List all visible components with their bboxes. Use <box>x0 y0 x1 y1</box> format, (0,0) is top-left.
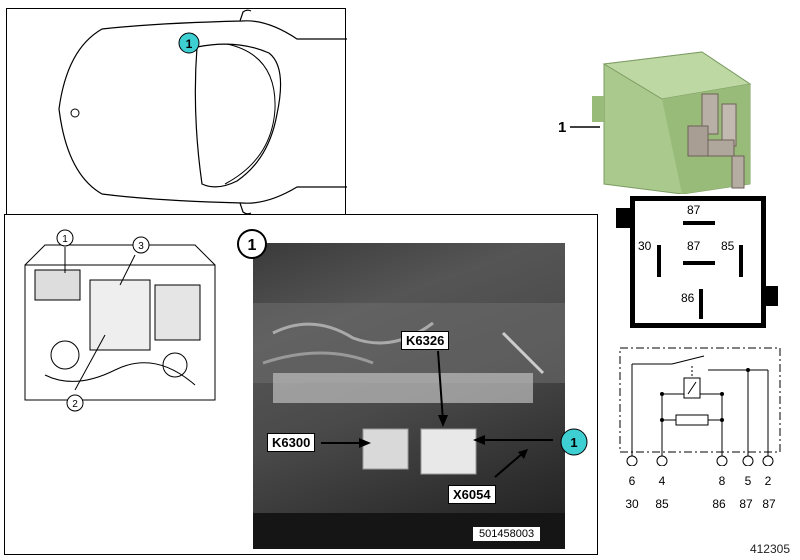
pin-layout-tab-left <box>616 208 630 228</box>
schematic-pin-5: 5 <box>744 474 752 488</box>
pin-layout-marks <box>657 221 743 319</box>
relay-callout: 1 <box>558 119 567 136</box>
label-k6326: K6326 <box>401 331 450 350</box>
relay-callout-line <box>570 126 600 128</box>
pin-layout-tab-right <box>766 286 778 306</box>
fusebox-photo: K6326 K6300 X6054 501458003 <box>253 243 565 549</box>
schematic-pin-2: 2 <box>764 474 772 488</box>
pin-label-right: 85 <box>721 239 735 253</box>
engine-callout-2: 2 <box>72 399 78 410</box>
photo-panel-number: 1 <box>237 229 267 259</box>
label-k6300: K6300 <box>267 433 316 452</box>
schematic-pin-6: 6 <box>628 474 636 488</box>
schematic-terminal-86: 86 <box>712 497 726 511</box>
pin-label-left: 30 <box>638 239 652 253</box>
pin-label-top: 87 <box>687 203 701 217</box>
photo-id: 501458003 <box>473 527 541 541</box>
car-outline-panel: 1 <box>6 8 347 215</box>
engine-callout-3: 3 <box>138 241 144 252</box>
figure-number: 412305 <box>749 542 790 556</box>
schematic-terminal-87a: 87 <box>739 497 753 511</box>
pin-label-bottom: 86 <box>681 291 695 305</box>
label-x6054: X6054 <box>448 485 496 504</box>
schematic-terminal-87b: 87 <box>762 497 776 511</box>
relay-image <box>592 51 752 194</box>
schematic-terminal-30: 30 <box>625 497 639 511</box>
callout-1-photo: 1 <box>560 428 588 456</box>
callout-1-photo-text: 1 <box>570 435 577 450</box>
engine-bay-sketch: 1 3 2 <box>24 229 216 412</box>
photo-panel-number-text: 1 <box>248 237 257 254</box>
schematic-terminal-85: 85 <box>655 497 669 511</box>
detail-panel: 1 3 2 K6326 K6300 X6054 <box>4 214 598 555</box>
car-outline-drawing <box>58 9 347 215</box>
schematic-pin-4: 4 <box>658 474 666 488</box>
relay-pin-layout: 87 30 87 85 86 <box>630 196 766 328</box>
callout-1-car: 1 <box>178 32 200 54</box>
schematic-pin-8: 8 <box>718 474 726 488</box>
engine-callout-1: 1 <box>62 234 68 245</box>
callout-1-car-text: 1 <box>186 37 193 51</box>
pin-label-center: 87 <box>687 239 701 253</box>
relay-schematic <box>619 347 781 466</box>
photo-arrows <box>321 350 553 478</box>
